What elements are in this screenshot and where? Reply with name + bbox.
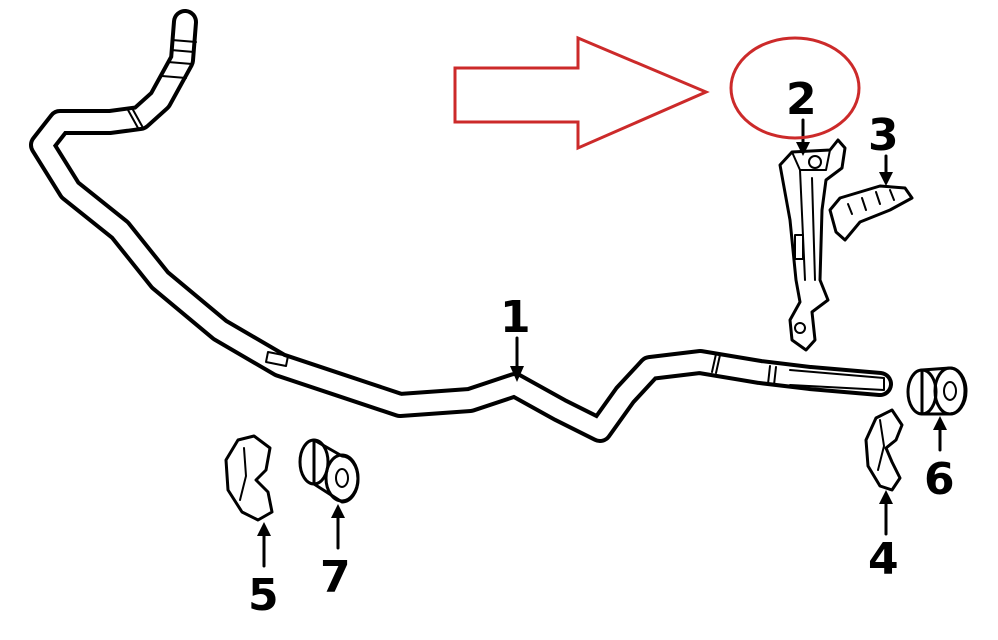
bushing-clamp-left	[224, 434, 274, 522]
bushing-right	[906, 366, 968, 416]
mounting-plate	[828, 184, 914, 242]
leader-arrows	[257, 118, 947, 568]
callout-4: 4	[868, 534, 899, 585]
callout-5: 5	[248, 570, 279, 621]
callout-1: 1	[500, 292, 531, 343]
callout-6: 6	[924, 454, 955, 505]
highlight-annotation	[453, 35, 861, 151]
callout-2: 2	[786, 74, 817, 125]
highlight-arrow-icon	[453, 35, 710, 151]
bushing-left	[298, 438, 360, 504]
callout-3: 3	[868, 110, 899, 161]
stabilizer-bar	[29, 9, 893, 443]
bushing-clamp-right	[864, 408, 904, 492]
highlight-circle-icon	[729, 36, 861, 140]
callout-7: 7	[320, 552, 351, 603]
stabilizer-bracket	[778, 138, 847, 352]
